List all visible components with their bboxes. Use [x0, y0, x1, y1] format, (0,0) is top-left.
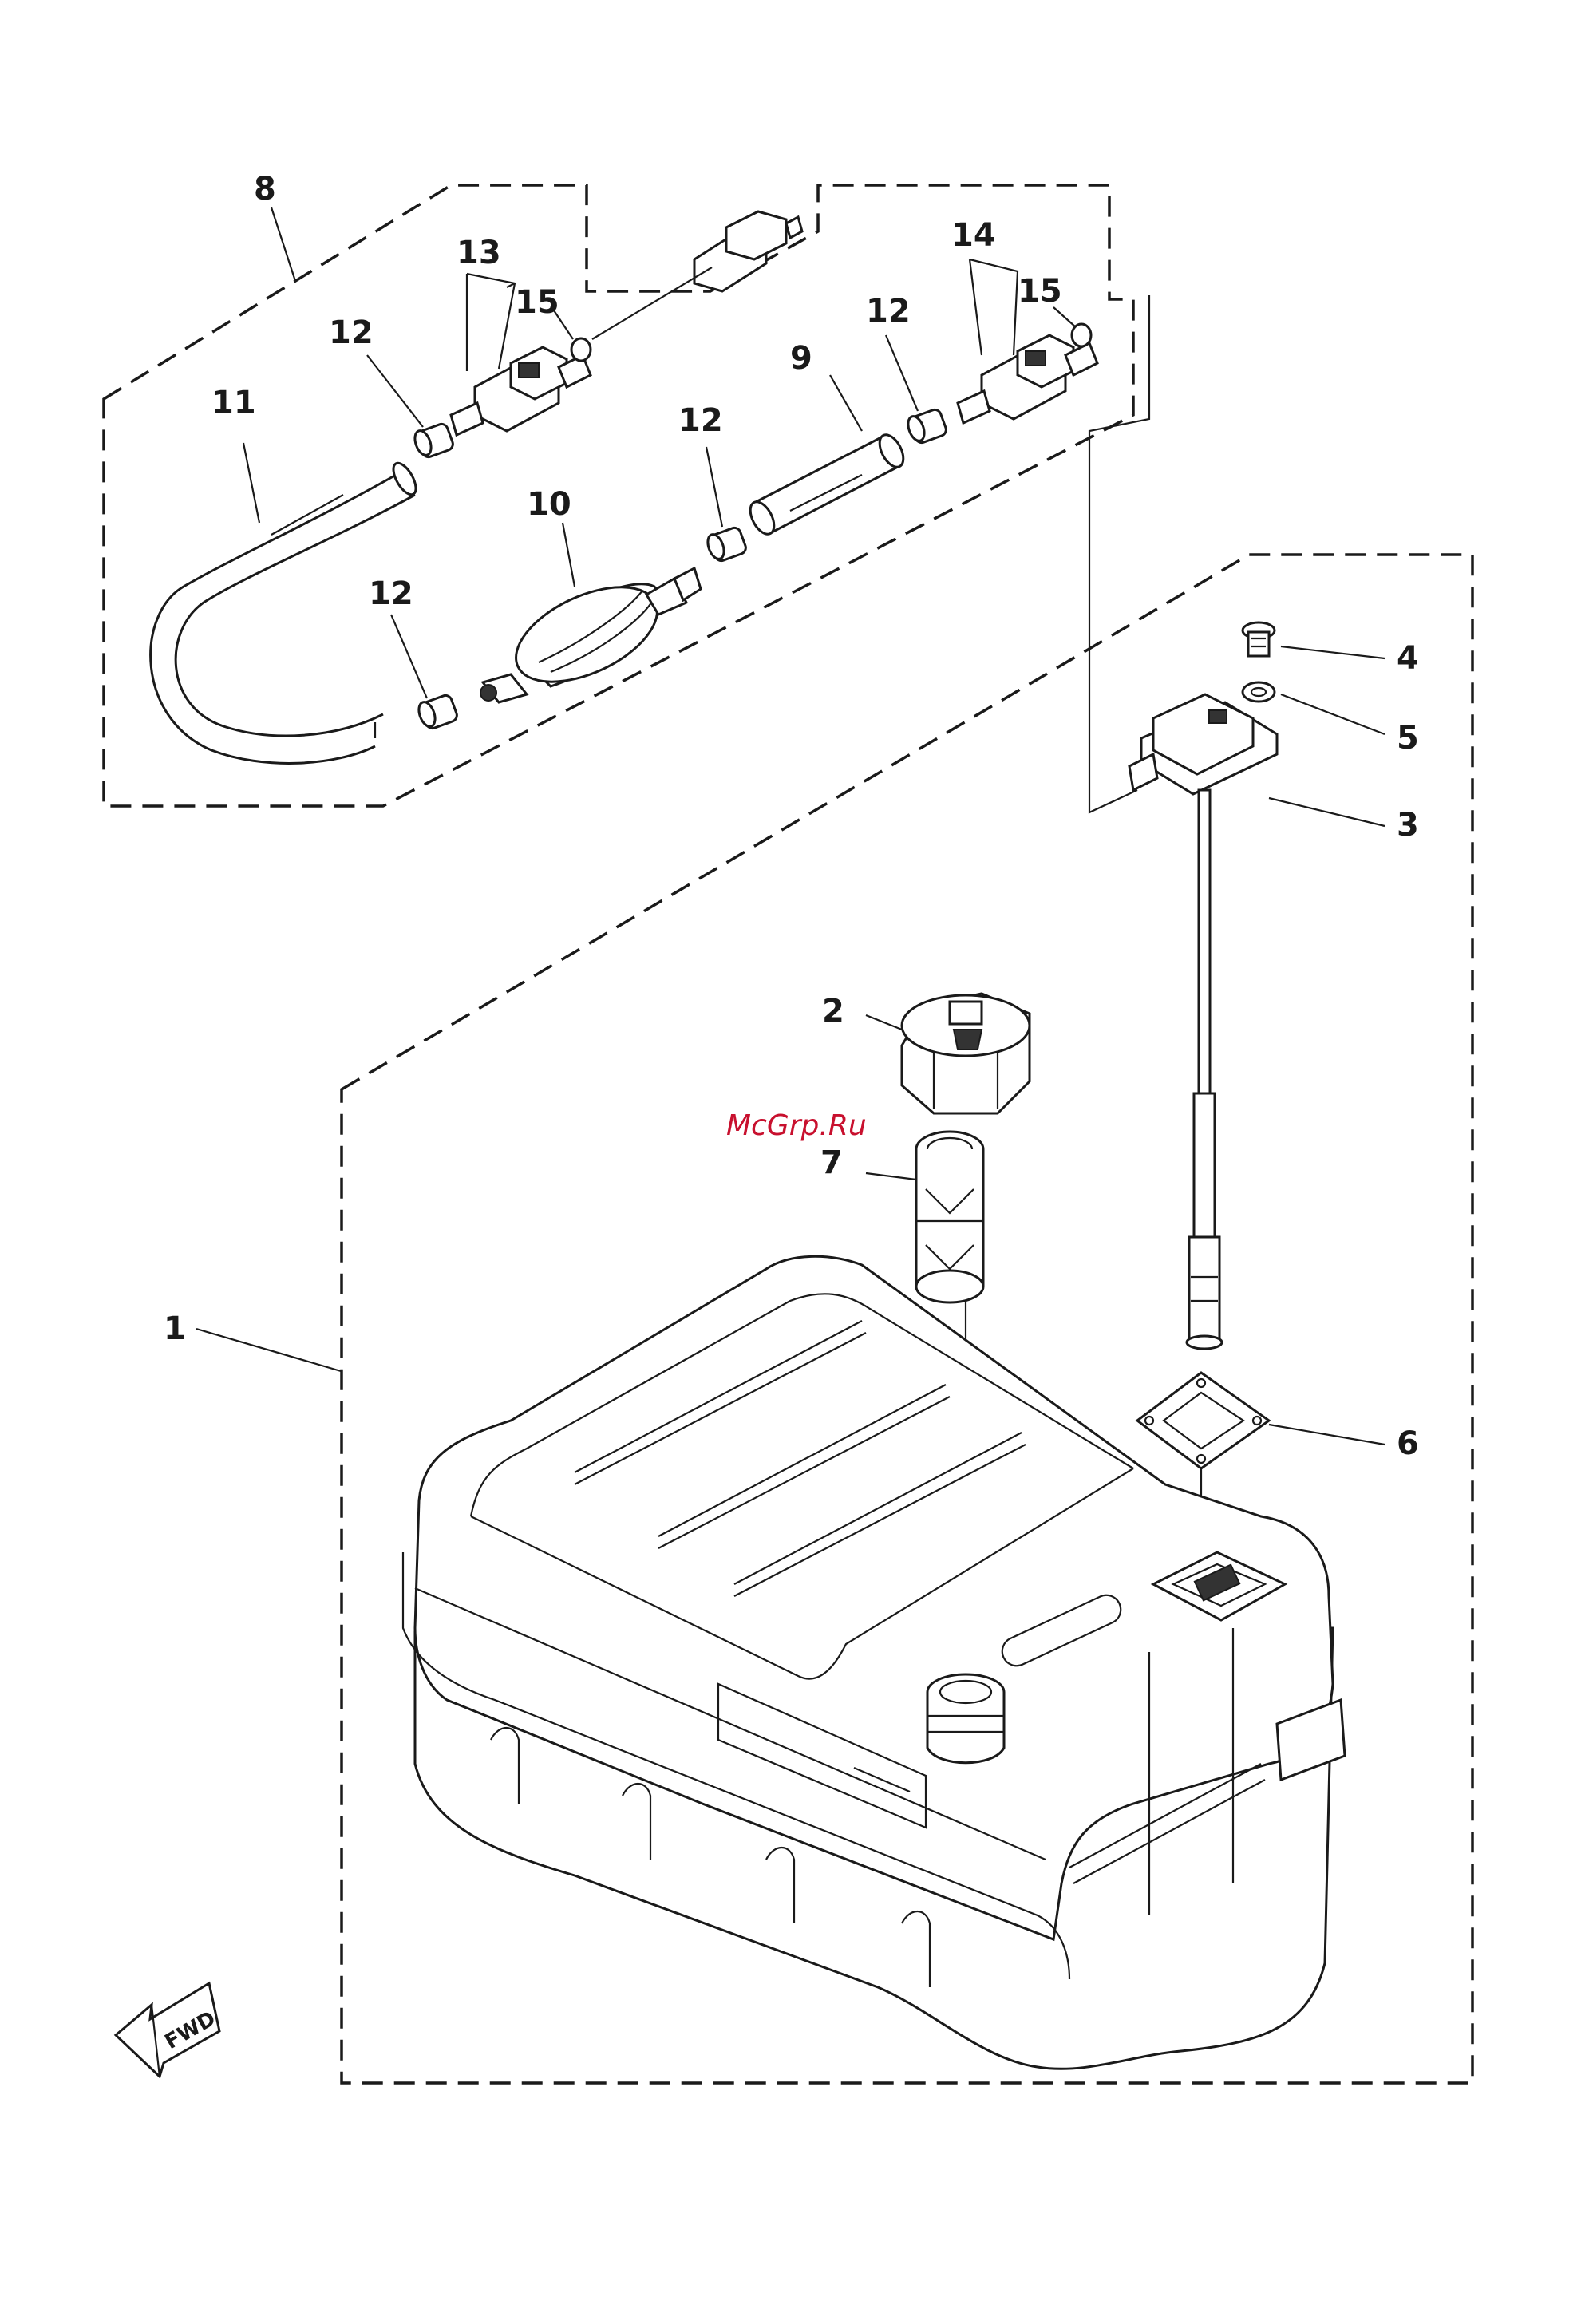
callout-2: 2: [822, 993, 844, 1030]
callout-15-left: 15: [515, 284, 559, 321]
callout-12-lower-left: 12: [369, 575, 413, 612]
callout-9: 9: [790, 340, 812, 377]
callout-6: 6: [1397, 1425, 1419, 1462]
fuel-hose-9: [745, 431, 908, 538]
fuel-gauge-sender-3: [1129, 694, 1277, 1349]
hose-joint-14: [958, 335, 1097, 423]
hose-clamp-12-upper-right: [905, 408, 948, 445]
callout-5: 5: [1397, 720, 1419, 757]
callout-11: 11: [211, 385, 256, 421]
callout-13: 13: [457, 235, 501, 271]
callout-8: 8: [254, 171, 276, 208]
hose-clamp-12-upper-left: [412, 422, 455, 459]
fuel-tank-cap-2: [902, 994, 1030, 1113]
primer-bulb-10: [480, 567, 701, 702]
hose-clamp-12-lower-left: [416, 694, 459, 730]
callout-7: 7: [820, 1144, 843, 1181]
washer-5: [1243, 682, 1275, 702]
callout-12-upper-right: 12: [866, 293, 911, 330]
callout-15-right: 15: [1018, 273, 1062, 310]
callout-1: 1: [164, 1310, 186, 1347]
arrow-left-down-icon: FWD: [116, 1983, 219, 2077]
bolt-4: [1243, 622, 1275, 656]
callout-3: 3: [1397, 807, 1419, 844]
hose-joint-13: [451, 347, 591, 435]
callout-4: 4: [1397, 640, 1419, 677]
callout-14: 14: [951, 217, 996, 254]
callout-10: 10: [527, 486, 571, 523]
callout-12-upper-left: 12: [329, 314, 374, 351]
callout-12-middle: 12: [678, 402, 723, 439]
connection-line-hose-to-sender: [1089, 295, 1149, 812]
engine-side-connector: [694, 211, 802, 291]
hose-clamp-12-middle: [705, 526, 748, 563]
watermark: McGrp.Ru: [726, 1109, 867, 1142]
o-ring-15-left: [571, 338, 591, 361]
